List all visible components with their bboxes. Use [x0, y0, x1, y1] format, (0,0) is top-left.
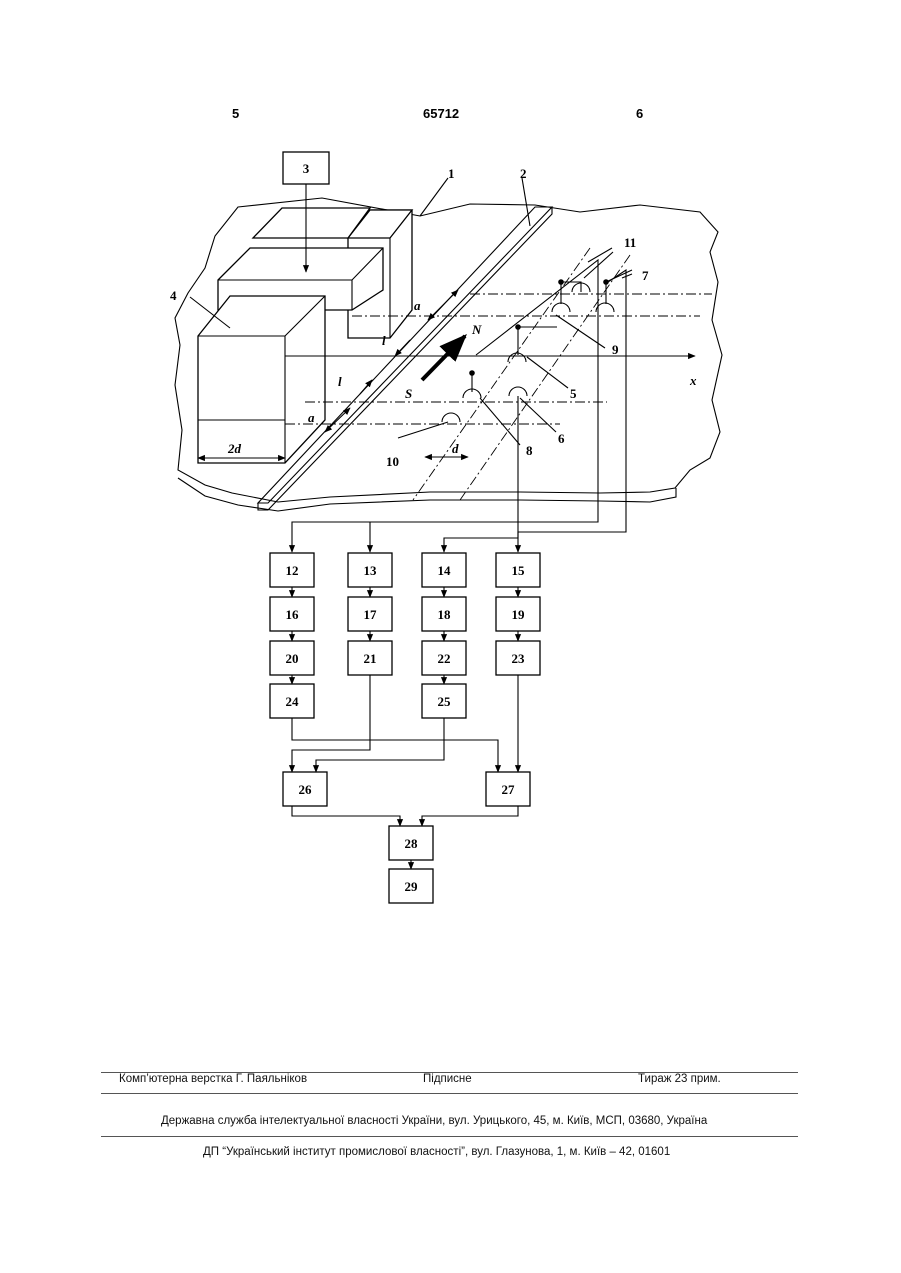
block-28: 28	[389, 826, 433, 860]
service-address: Державна служба інтелектуальної власност…	[161, 1115, 707, 1127]
svg-text:22: 22	[438, 651, 451, 666]
symbol-S: S	[405, 386, 412, 401]
block-12: 12	[270, 553, 314, 587]
layout-credit: Комп’ютерна верстка Г. Паяльніков	[119, 1073, 307, 1085]
institute-address: ДП “Український інститут промислової вла…	[203, 1146, 670, 1158]
block-20: 20	[270, 641, 314, 675]
block-25: 25	[422, 684, 466, 718]
svg-text:14: 14	[438, 563, 452, 578]
block-3: 3	[283, 152, 329, 184]
block-23: 23	[496, 641, 540, 675]
sensor-array	[442, 279, 614, 422]
symbol-d: d	[452, 441, 459, 456]
svg-text:29: 29	[405, 879, 419, 894]
svg-text:25: 25	[438, 694, 452, 709]
footer-rule-bottom	[101, 1136, 798, 1137]
block-21: 21	[348, 641, 392, 675]
magnet-box-front	[198, 296, 325, 463]
block-24: 24	[270, 684, 314, 718]
circulation-note: Тираж 23 прим.	[638, 1073, 721, 1085]
svg-text:12: 12	[286, 563, 299, 578]
symbol-2d: 2d	[227, 441, 242, 456]
symbol-l-lower: l	[338, 374, 342, 389]
block-13: 13	[348, 553, 392, 587]
label-10: 10	[386, 454, 399, 469]
svg-text:24: 24	[286, 694, 300, 709]
label-8: 8	[526, 443, 533, 458]
block-29: 29	[389, 869, 433, 903]
label-11: 11	[624, 235, 636, 250]
block-27: 27	[486, 772, 530, 806]
block-16: 16	[270, 597, 314, 631]
block-22: 22	[422, 641, 466, 675]
svg-text:19: 19	[512, 607, 526, 622]
svg-text:18: 18	[438, 607, 452, 622]
label-7: 7	[642, 268, 649, 283]
block-17: 17	[348, 597, 392, 631]
svg-text:28: 28	[405, 836, 419, 851]
label-1: 1	[448, 166, 455, 181]
label-2: 2	[520, 166, 527, 181]
svg-text:16: 16	[286, 607, 300, 622]
svg-text:23: 23	[512, 651, 526, 666]
svg-text:21: 21	[364, 651, 377, 666]
svg-text:3: 3	[303, 161, 310, 176]
svg-text:13: 13	[364, 563, 378, 578]
symbol-a-lower: a	[308, 410, 315, 425]
block-14: 14	[422, 553, 466, 587]
block-15: 15	[496, 553, 540, 587]
footer-rule-middle	[101, 1093, 798, 1094]
signed-note: Підписне	[423, 1073, 472, 1085]
svg-text:15: 15	[512, 563, 526, 578]
svg-text:27: 27	[502, 782, 516, 797]
label-5: 5	[570, 386, 577, 401]
block-19: 19	[496, 597, 540, 631]
label-6: 6	[558, 431, 565, 446]
svg-text:20: 20	[286, 651, 299, 666]
symbol-l-upper: l	[382, 333, 386, 348]
symbol-a-upper: a	[414, 298, 421, 313]
svg-text:26: 26	[299, 782, 313, 797]
block-26: 26	[283, 772, 327, 806]
label-4: 4	[170, 288, 177, 303]
block-18: 18	[422, 597, 466, 631]
symbol-x: x	[689, 373, 697, 388]
label-9: 9	[612, 342, 619, 357]
svg-text:17: 17	[364, 607, 378, 622]
symbol-N: N	[471, 322, 482, 337]
